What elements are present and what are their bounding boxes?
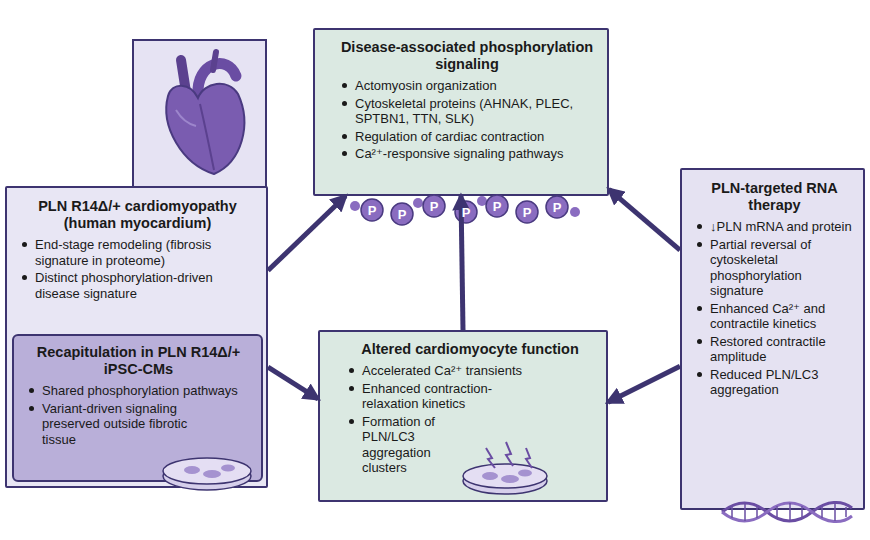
flow-arrow [268, 367, 318, 399]
bullet-text: Shared phosphorylation pathways [26, 383, 242, 399]
phospho-cluster [350, 195, 580, 225]
phospho-dot [570, 207, 580, 217]
bullet-text: Formation of PLN/LC3 aggregation cluster… [346, 414, 477, 476]
node-heading: Disease-associated phosphorylation signa… [339, 39, 595, 73]
phospho-label: P [368, 204, 377, 217]
bullet-text: Actomyosin organization [339, 78, 595, 94]
phospho-label: P [493, 200, 502, 213]
heart-highlight [176, 110, 196, 126]
heart-vessel [181, 60, 186, 92]
phospho-label: P [462, 206, 471, 219]
phospho-circle [516, 201, 538, 223]
phospho-circle [361, 199, 383, 221]
process-box: PLN-targeted RNA therapy ↓PLN mRNA and pr… [680, 168, 865, 510]
process-box: Disease-associated phosphorylation signa… [313, 28, 609, 196]
phospho-label: P [523, 206, 532, 219]
phospho-circle [486, 195, 508, 217]
phospho-circle [546, 196, 568, 218]
flow-arrow [608, 366, 680, 402]
node-heading: Recapitulation in PLN R14Δ/+ iPSC-CMs [26, 344, 251, 378]
heart-panel [133, 40, 266, 192]
bullet-text: Restored contractile amplitude [694, 334, 855, 365]
bullet-text: Reduced PLN/LC3 aggregation [694, 367, 855, 398]
heart-vessel [213, 52, 216, 70]
node-heading: PLN R14Δ/+ cardiomyopathy (human myocard… [19, 198, 256, 232]
heart-body [166, 84, 244, 174]
phospho-circle [391, 203, 413, 225]
phospho-label: P [430, 200, 439, 213]
process-box: Altered cardiomyocyte functionAccelerate… [318, 330, 608, 502]
bullet-text: Enhanced Ca²⁺ and contractile kinetics [694, 301, 855, 332]
node-heading: PLN-targeted RNA therapy [694, 180, 855, 214]
phospho-dot [477, 196, 487, 206]
bullet-text: Accelerated Ca²⁺ transients [346, 363, 594, 379]
bullet-text: ↓PLN mRNA and protein [694, 219, 855, 235]
phospho-label: P [553, 201, 562, 214]
bullet-text: Variant-driven signaling preserved outsi… [26, 401, 207, 448]
bullet-text: Partial reversal of cytoskeletal phospho… [694, 237, 855, 299]
phospho-dot [413, 198, 423, 208]
inset-box: Recapitulation in PLN R14Δ/+ iPSC-CMsSha… [12, 334, 263, 482]
bullet-text: Regulation of cardiac contraction [339, 129, 595, 145]
heart-groove [200, 104, 214, 170]
process-box: PLN R14Δ/+ cardiomyopathy (human myocard… [5, 186, 268, 488]
flow-arrow [268, 196, 346, 271]
bullet-text: Distinct phosphorylation-driven disease … [19, 270, 235, 301]
phospho-circle [455, 201, 477, 223]
flow-arrow [609, 189, 680, 250]
node-heading: Altered cardiomyocyte function [346, 341, 594, 358]
phospho-dot [350, 201, 360, 211]
bullet-text: Ca²⁺-responsive signaling pathways [339, 146, 595, 162]
phospho-circle [423, 195, 445, 217]
bullet-text: Cytoskeletal proteins (AHNAK, PLEC, SPTB… [339, 96, 595, 127]
phospho-label: P [398, 208, 407, 221]
bullet-text: End-stage remodeling (fibrosis signature… [19, 237, 225, 268]
bullet-text: Enhanced contraction-relaxation kinetics [346, 381, 522, 412]
heart-illustration [166, 52, 244, 174]
heart-aorta [198, 64, 236, 95]
